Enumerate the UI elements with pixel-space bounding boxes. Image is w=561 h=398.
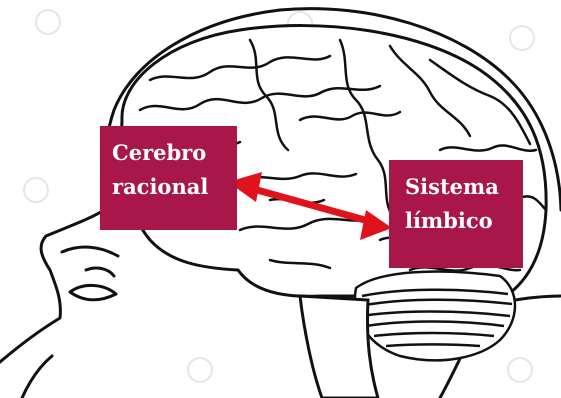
brainstem [300, 296, 378, 398]
label-rational-brain: Cerebro racional [100, 126, 237, 230]
label-limbic-system-line1: Sistema [405, 170, 523, 204]
label-rational-brain-line1: Cerebro [112, 136, 237, 170]
label-limbic-system: Sistema límbico [389, 160, 523, 268]
cerebellum [355, 272, 515, 361]
label-limbic-system-line2: límbico [405, 204, 523, 238]
label-rational-brain-line2: racional [112, 170, 237, 204]
